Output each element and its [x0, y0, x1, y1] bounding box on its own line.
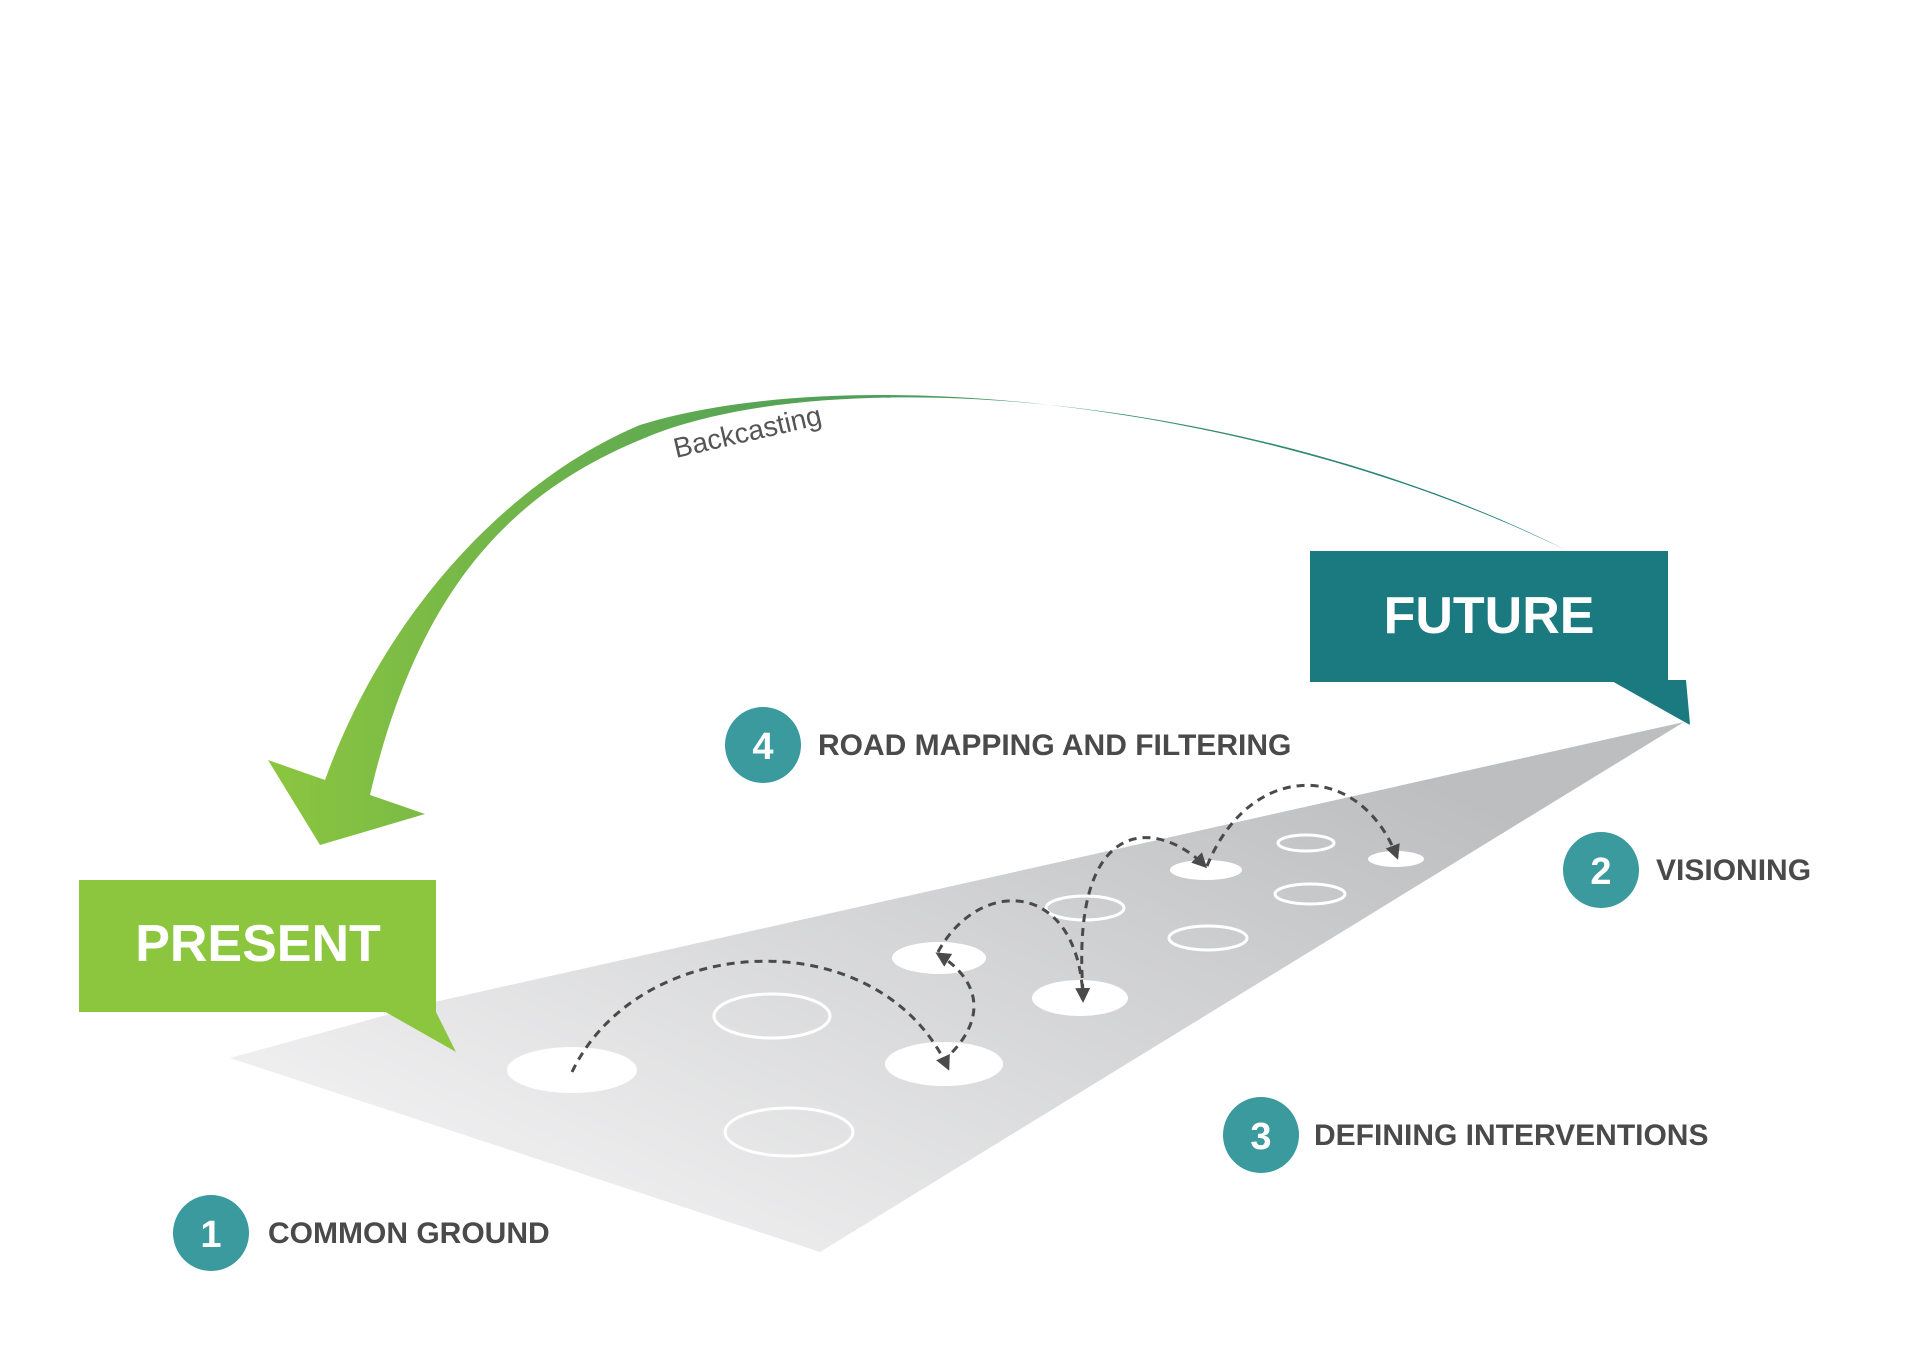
dashed-arrow	[936, 899, 1091, 1003]
stone-filled	[1032, 980, 1128, 1016]
step-number: 4	[752, 726, 773, 768]
stone-outline	[723, 1106, 855, 1158]
stone-outline	[712, 992, 832, 1040]
dashed-arrow	[1080, 836, 1208, 993]
step-number: 3	[1250, 1116, 1271, 1158]
dashed-arrow	[1205, 783, 1400, 867]
ground-plane	[230, 722, 1684, 1252]
stone-filled	[885, 1042, 1003, 1086]
step-badge	[725, 707, 801, 783]
step-visioning: 2 VISIONING	[1563, 832, 1811, 908]
step-label: ROAD MAPPING AND FILTERING	[818, 729, 1291, 762]
stone-outline	[1273, 882, 1347, 906]
step-common-ground: 1 COMMON GROUND	[173, 1195, 550, 1271]
step-badge	[173, 1195, 249, 1271]
future-callout: FUTURE	[1310, 551, 1690, 725]
present-callout: PRESENT	[79, 880, 456, 1052]
step-label: COMMON GROUND	[268, 1217, 550, 1250]
step-badge	[1223, 1097, 1299, 1173]
stone-outline	[1167, 924, 1249, 952]
dashed-arrow	[570, 959, 950, 1073]
roadmap-path	[570, 783, 1400, 1073]
future-label: FUTURE	[1384, 587, 1595, 645]
step-defining-interventions: 3 DEFINING INTERVENTIONS	[1223, 1097, 1708, 1173]
stone-filled	[1170, 860, 1242, 880]
step-road-mapping: 4 ROAD MAPPING AND FILTERING	[725, 707, 1291, 783]
step-label: VISIONING	[1656, 854, 1811, 887]
present-label: PRESENT	[135, 915, 381, 973]
stone-outline	[1276, 833, 1336, 853]
step-label: DEFINING INTERVENTIONS	[1314, 1119, 1708, 1152]
dashed-arrow	[935, 952, 976, 1064]
step-number: 2	[1590, 851, 1611, 893]
stone-filled	[892, 942, 986, 974]
step-badge	[1563, 832, 1639, 908]
step-number: 1	[200, 1214, 221, 1256]
